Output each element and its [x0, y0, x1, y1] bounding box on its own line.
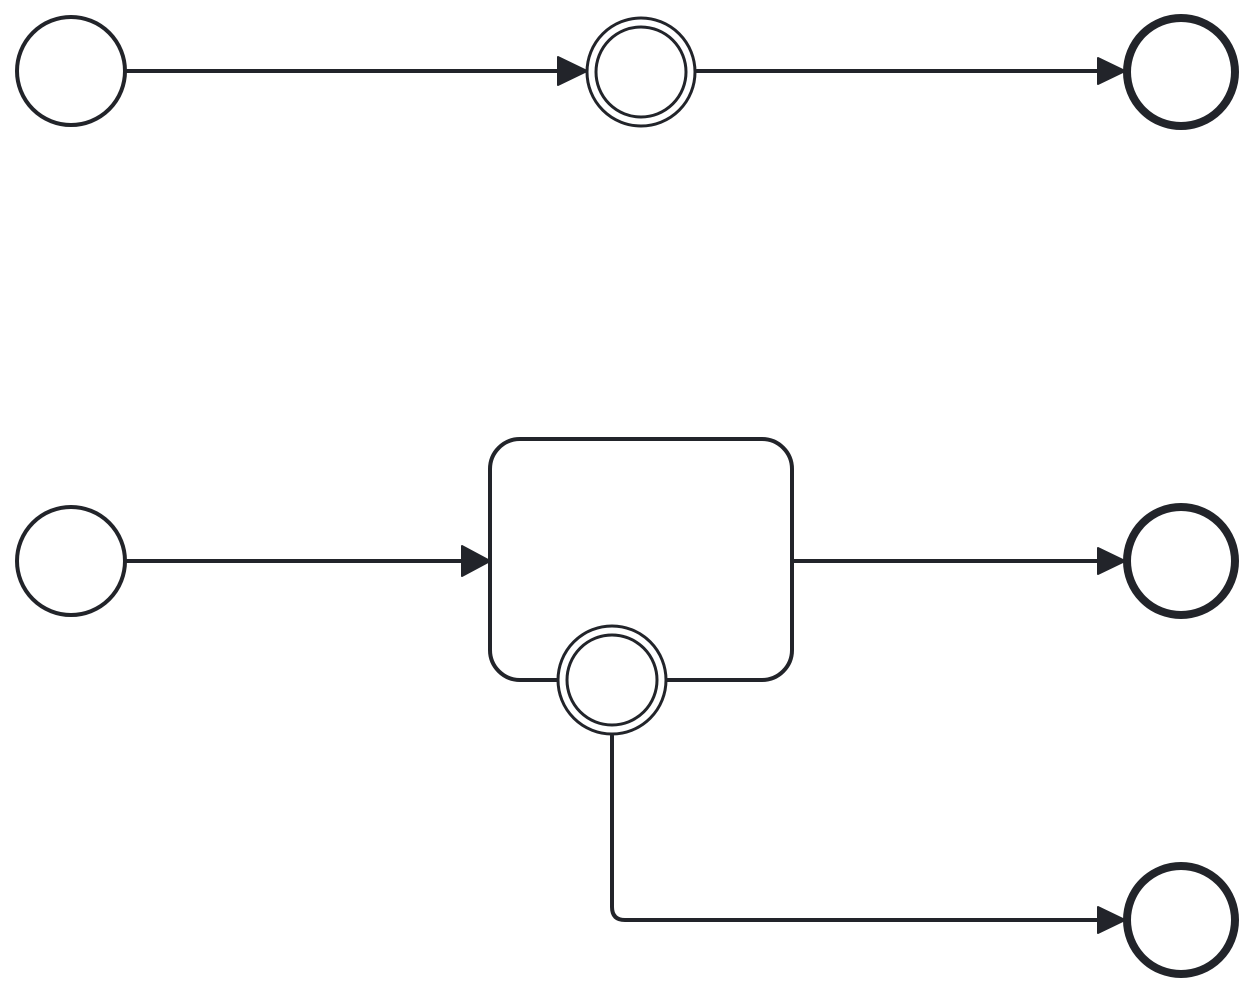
arrowhead-5 — [1097, 906, 1126, 934]
arrowhead-1 — [557, 56, 588, 86]
start-event-2[interactable] — [15, 505, 127, 617]
arrowhead-2 — [1097, 57, 1126, 85]
intermediate-event-1[interactable] — [585, 16, 697, 128]
start-event-1[interactable] — [15, 15, 127, 127]
arrowhead-3 — [461, 545, 491, 577]
end-event-2[interactable] — [1123, 503, 1239, 619]
arrowhead-4 — [1097, 547, 1126, 575]
end-event-3[interactable] — [1123, 862, 1239, 978]
sequence-flow-boundary1-to-end3[interactable] — [610, 734, 1114, 922]
end-event-1[interactable] — [1123, 14, 1239, 130]
boundary-event-1[interactable] — [556, 624, 668, 736]
